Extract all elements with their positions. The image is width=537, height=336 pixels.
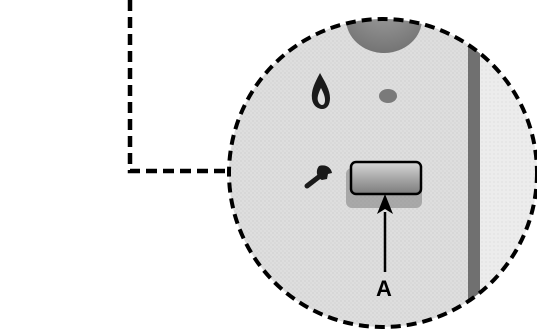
side-strip xyxy=(468,19,480,327)
wrench-icon xyxy=(304,165,332,189)
callout-arrow xyxy=(377,194,393,272)
reset-button[interactable] xyxy=(349,160,423,196)
callout-label: A xyxy=(376,276,392,301)
leader-line xyxy=(127,0,230,174)
magnifier-circle xyxy=(227,17,537,329)
indicator-light xyxy=(379,89,397,103)
flame-icon xyxy=(311,73,330,109)
control-dial xyxy=(346,19,422,53)
